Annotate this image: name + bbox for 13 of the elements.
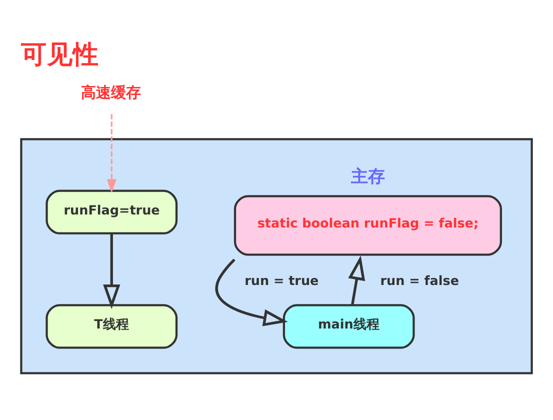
edge-label: run = false (380, 274, 459, 289)
node-box: T线程 (46, 304, 178, 348)
arrow (106, 114, 116, 192)
diagram-title: 可见性 (21, 39, 100, 70)
cluster (20, 138, 533, 374)
node-text: 高速缓存 (80, 82, 141, 101)
node-box: runFlag=true (46, 189, 178, 234)
arrow (348, 254, 366, 305)
node-box: main线程 (282, 304, 415, 348)
arrow (103, 233, 120, 308)
arrow (215, 258, 288, 326)
node-label: 主存 (350, 166, 385, 187)
edge-label: run = true (244, 274, 319, 289)
